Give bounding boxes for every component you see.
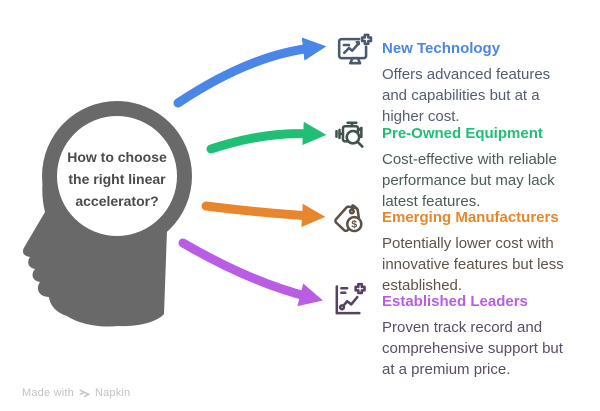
central-question: How to choose the right linear accelerat… — [67, 149, 167, 209]
option-title: Established Leaders — [382, 293, 528, 310]
option-title: Pre-Owned Equipment — [382, 125, 543, 142]
option-established-leaders: Established Leaders Proven track record … — [382, 293, 588, 380]
monitor-chart-plus-icon — [336, 32, 374, 70]
engine-magnifier-icon — [333, 116, 371, 154]
option-description: Potentially lower cost with innovative f… — [382, 235, 564, 294]
price-tag-dollar-icon: $ — [331, 200, 369, 238]
head-silhouette — [22, 101, 192, 327]
arrow-established-leaders — [178, 238, 323, 307]
option-description: Proven track record and comprehensive su… — [382, 319, 563, 378]
option-title: New Technology — [382, 40, 501, 57]
head-thought-circle — [57, 116, 177, 236]
arrow-emerging-manufacturers — [201, 201, 326, 228]
made-with-label: Made with — [22, 387, 74, 399]
chart-growth-plus-icon — [330, 281, 368, 319]
arrow-new-technology — [173, 37, 327, 108]
option-title: Emerging Manufacturers — [382, 209, 559, 226]
option-emerging-manufacturers: Emerging Manufacturers Potentially lower… — [382, 209, 588, 296]
option-pre-owned-equipment: Pre-Owned Equipment Cost-effective with … — [382, 125, 588, 212]
option-description: Cost-effective with reliable performance… — [382, 151, 557, 210]
napkin-brand-label: Napkin — [94, 387, 131, 399]
arrow-pre-owned-equipment — [206, 121, 327, 154]
made-with-napkin-credit: Made with Napkin — [22, 387, 130, 399]
option-new-technology: New Technology Offers advanced features … — [382, 40, 588, 127]
napkin-logo-icon — [79, 389, 90, 397]
option-description: Offers advanced features and capabilitie… — [382, 66, 551, 125]
svg-text:$: $ — [351, 220, 357, 231]
